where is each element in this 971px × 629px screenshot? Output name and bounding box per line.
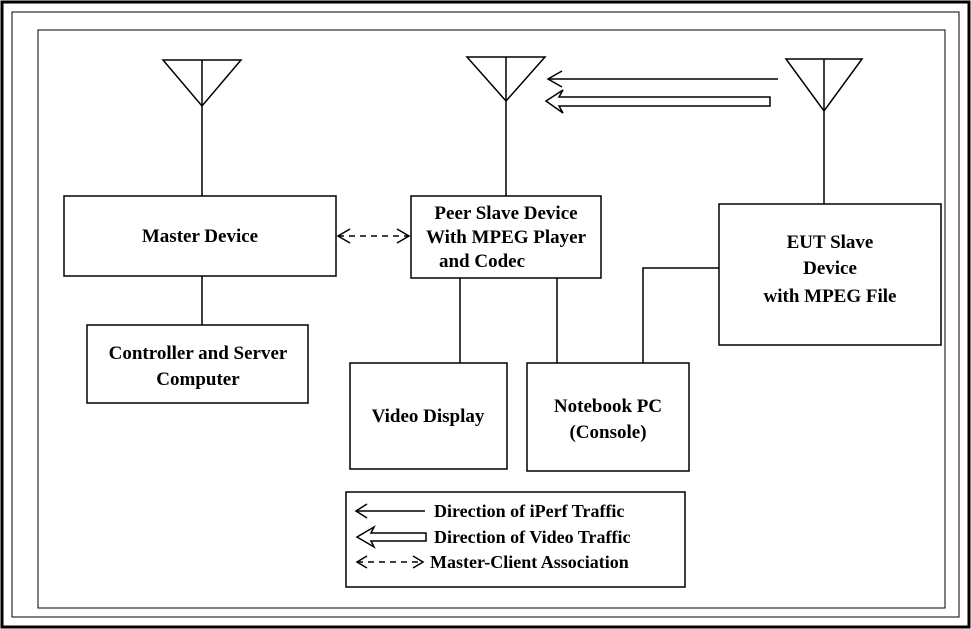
- master-device-box: [63, 195, 337, 277]
- master-device-label: Master Device: [142, 226, 258, 247]
- iperf-traffic-arrow: [546, 70, 778, 88]
- controller-label-line1: Controller and Server: [109, 343, 288, 364]
- eut-antenna-icon: [784, 58, 864, 204]
- eut-label-line1: EUT Slave: [787, 232, 874, 253]
- eut-notebook-link: [642, 267, 719, 363]
- controller-label-line2: Computer: [156, 369, 240, 390]
- eut-slave-device-box: [718, 203, 942, 346]
- eut-label-line3: with MPEG File: [764, 286, 897, 307]
- master-client-association-arrow: [336, 228, 411, 244]
- video-traffic-arrow: [544, 89, 771, 114]
- notebook-pc-box: [526, 362, 690, 472]
- controller-computer-box: [86, 324, 309, 404]
- inner-frame: [11, 11, 960, 618]
- legend-association-label: Master-Client Association: [430, 552, 629, 572]
- diagram-border: [37, 29, 946, 609]
- legend-iperf-arrow-icon: [354, 503, 425, 519]
- peer-antenna-icon: [465, 56, 547, 196]
- video-display-label: Video Display: [372, 406, 485, 427]
- master-antenna-icon: [161, 59, 243, 196]
- legend-video-arrow-icon: [355, 525, 427, 549]
- notebook-label-line2: (Console): [569, 422, 646, 443]
- peer-label-line2: With MPEG Player: [426, 227, 587, 248]
- peer-slave-device-box: [410, 195, 602, 279]
- video-display-box: [349, 362, 508, 470]
- peer-label-line1: Peer Slave Device: [434, 203, 577, 224]
- legend-association-arrow-icon: [355, 555, 425, 569]
- legend-iperf-label: Direction of iPerf Traffic: [434, 501, 624, 521]
- legend-box: [345, 491, 686, 588]
- peer-label-line3: and Codec: [439, 251, 525, 272]
- notebook-label-line1: Notebook PC: [554, 396, 662, 417]
- eut-label-line2: Device: [803, 258, 857, 279]
- legend-video-label: Direction of Video Traffic: [434, 527, 630, 547]
